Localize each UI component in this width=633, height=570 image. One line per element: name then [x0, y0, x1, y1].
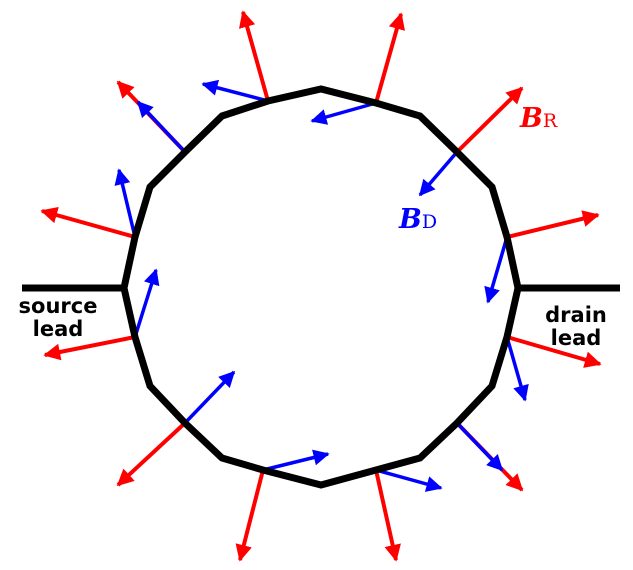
dresselhaus-field-arrow-6	[455, 421, 504, 472]
source-lead-label: source lead	[8, 295, 108, 341]
rashba-field-arrow-5	[506, 335, 602, 368]
polygon-ring	[120, 85, 522, 489]
dresselhaus-field-arrow-8	[262, 449, 330, 472]
rashba-symbol: B	[520, 103, 543, 134]
dresselhaus-field-arrow-4	[484, 236, 509, 304]
dresselhaus-field-arrow-10	[133, 268, 160, 338]
dresselhaus-field-arrow-12	[136, 100, 187, 154]
dresselhaus-field-arrow-2	[310, 101, 377, 125]
source-label-line2: lead	[32, 317, 84, 341]
rashba-field-arrow-7	[374, 469, 401, 562]
rashba-field-arrow-10	[43, 335, 136, 361]
rashba-field-arrow-8	[235, 469, 265, 562]
dresselhaus-field-arrow-3	[418, 150, 459, 197]
dresselhaus-field-arrow-5	[505, 336, 529, 402]
rashba-field-arrow-11	[40, 206, 136, 239]
drain-label-line2: lead	[550, 326, 602, 350]
rashba-field-arrow-3	[455, 86, 524, 154]
rashba-field-arrow-4	[506, 210, 600, 239]
dresselhaus-field-arrow-9	[183, 370, 236, 425]
rashba-subscript: R	[542, 110, 558, 132]
source-label-line1: source	[18, 294, 98, 318]
drain-lead-label: drain lead	[536, 304, 616, 350]
dresselhaus-field-arrows	[114, 79, 529, 492]
dresselhaus-field-arrow-7	[375, 468, 443, 492]
rashba-field-arrow-2	[374, 12, 405, 104]
rashba-field-label: BR	[520, 104, 557, 136]
drain-label-line1: drain	[545, 303, 607, 327]
rashba-field-arrow-1	[239, 10, 270, 102]
dresselhaus-field-arrow-1	[201, 79, 269, 103]
dresselhaus-symbol: B	[399, 204, 422, 235]
dresselhaus-field-arrow-11	[114, 168, 137, 238]
dresselhaus-subscript: D	[421, 211, 438, 233]
dresselhaus-field-label: BD	[399, 205, 437, 237]
rashba-field-arrow-9	[116, 421, 187, 487]
